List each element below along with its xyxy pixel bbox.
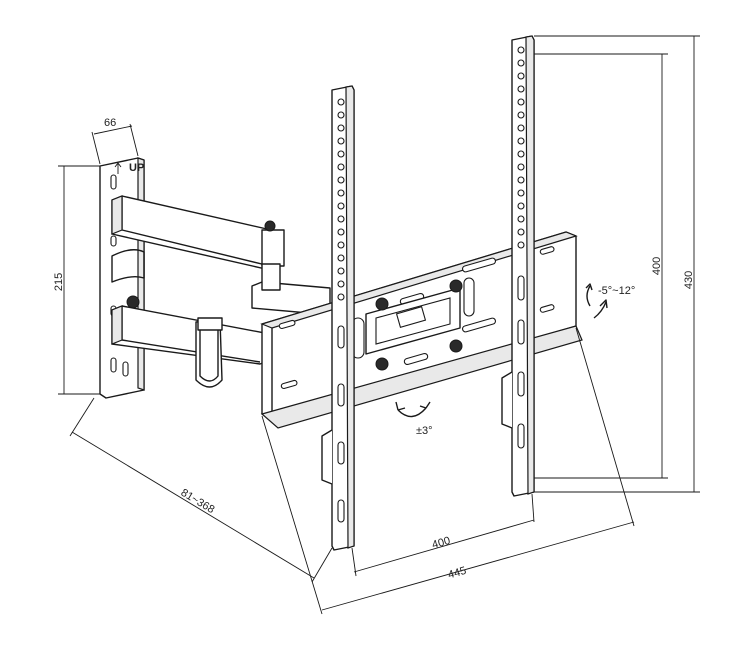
- right-rail: [501, 35, 535, 497]
- dim-rotation: ±3°: [416, 425, 433, 437]
- dim-overall-height: 430: [683, 271, 695, 289]
- dim-plate-height: 215: [53, 273, 65, 291]
- dim-overall-width: 445: [447, 565, 468, 582]
- swing-arms: [111, 195, 331, 388]
- rotation-arrow: [395, 401, 431, 418]
- wall-plate: UP: [99, 157, 145, 399]
- left-rail: [321, 85, 355, 551]
- dim-plate-width: 66: [104, 117, 116, 129]
- dim-tilt: -5°~12°: [598, 285, 635, 297]
- dimension-lines: [58, 35, 700, 615]
- dim-extension: 81~368: [179, 487, 217, 516]
- dim-vesa-vertical: 400: [651, 257, 663, 275]
- plate-up-label: UP: [129, 162, 144, 174]
- tilt-arrow: [585, 283, 608, 319]
- dim-vesa-horizontal: 400: [431, 535, 452, 552]
